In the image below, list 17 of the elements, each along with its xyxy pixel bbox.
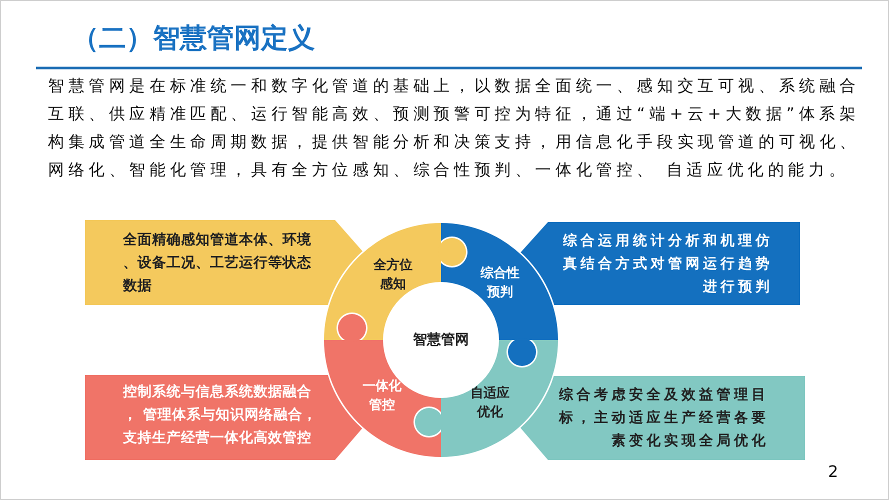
piece-label: 自适应优化 [470,384,510,422]
piece-label: 综合性预判 [479,264,520,302]
intro-paragraph: 智慧管网是在标准统一和数字化管道的基础上，以数据全面统一、感知交互可视、系统融合互联、供应精准匹配、运行智能高效、预测预警可控为特征，通过“端+云+大数据”体系架构集成管道全生命周期数据，提供智能分析和决策支持，用信息化手段实现管道的可视化、网络化、智能化管理，具有全方位感知、综合性预判、一体化管控、 自适应优化的能力。 [48,75,861,181]
description-text: 综合考虑安全及效益管理目标，主动适应生产经营各要素变化实现全局优化 [558,386,769,451]
piece-label: 一体化管控 [362,378,402,415]
callout-box [85,375,363,460]
description-text: 综合运用统计分析和机理仿真结合方式对管网运行趋势进行预判 [562,232,773,297]
piece-label: 全方位感知 [372,256,414,294]
puzzle-piece [324,314,441,457]
description-text: 控制系统与信息系统数据融合， 管理体系与知识网络融合，支持生产经营一体化高效管控 [123,383,318,448]
slide-title: （二）智慧管网定义 [72,22,315,56]
callout-box [85,220,363,305]
description-text: 全面精确感知管道本体、环境、设备工况、工艺运行等状态数据 [123,230,312,296]
callout-box [519,376,805,460]
page-number: 2 [828,462,838,481]
center-label: 智慧管网 [412,331,470,350]
callout-box [519,222,800,305]
